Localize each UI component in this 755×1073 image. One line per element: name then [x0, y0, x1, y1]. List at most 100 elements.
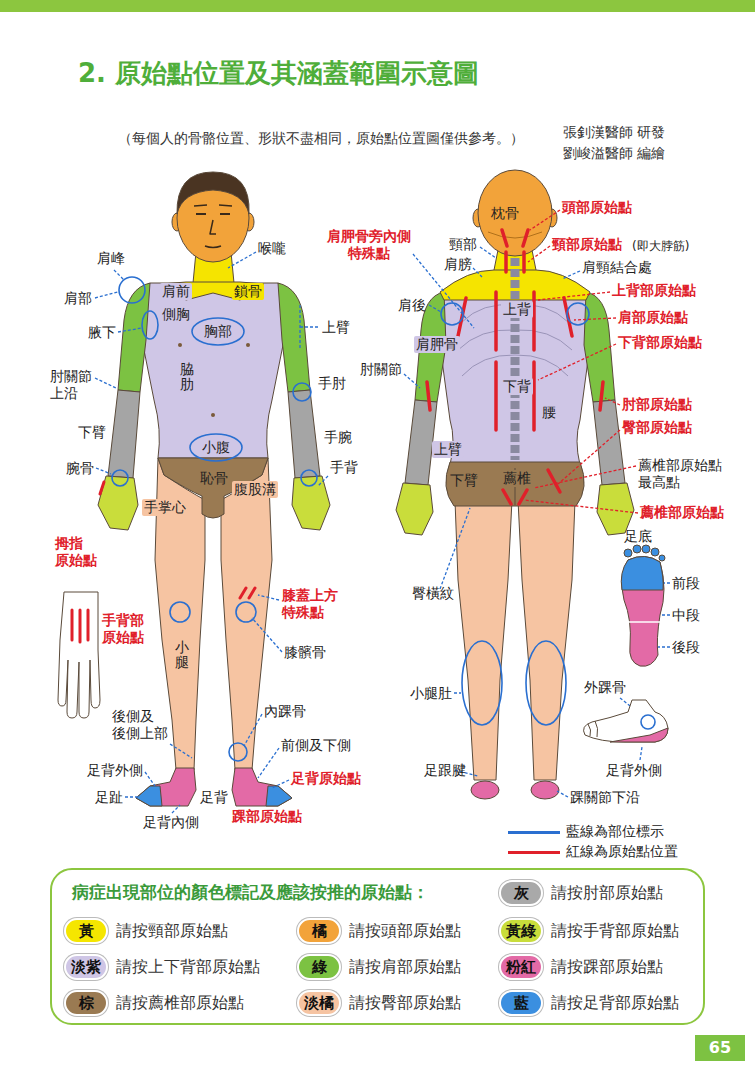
front-leader-lines-part — [95, 292, 118, 298]
back-figure-part — [446, 462, 584, 506]
back-leader-lines-part — [480, 247, 496, 258]
part-label: 足背 — [200, 789, 228, 806]
legend-text: 請按上下背部原始點 — [116, 957, 260, 976]
part-label: 後段 — [672, 639, 700, 656]
legend-text: 請按肩部原始點 — [349, 957, 461, 976]
swatch-label: 淡紫 — [71, 958, 101, 976]
note-text: (即大脖筋) — [632, 239, 689, 253]
back-origin-lines-part — [496, 292, 534, 350]
front-figure-part — [196, 213, 230, 215]
front-leader-lines-part — [300, 305, 319, 350]
region-label: 小腹 — [202, 439, 230, 456]
foot-sole-part — [621, 556, 663, 590]
back-origin-lines-part — [502, 230, 528, 246]
part-label: 腰 — [540, 404, 558, 421]
front-figure-part — [136, 768, 196, 806]
foot-sole — [621, 545, 665, 666]
foot-sole-part — [633, 545, 641, 553]
part-label: 枕骨 — [489, 205, 521, 222]
color-swatch: 粉紅 — [499, 954, 543, 980]
color-swatch: 黃綠 — [499, 918, 543, 944]
back-origin-leaders — [524, 210, 638, 513]
region-oval: 胸部 — [191, 317, 245, 346]
front-origin-lines — [72, 482, 255, 642]
front-figure-part — [292, 476, 330, 530]
front-leader-lines-part — [96, 468, 111, 474]
note-text: （每個人的骨骼位置、形狀不盡相同，原始點位置圖僅供參考。） — [118, 130, 524, 147]
back-figure-part — [396, 483, 433, 535]
foot-side-part — [641, 715, 655, 729]
back-origin-leaders-part — [528, 246, 550, 262]
legend-text: 請按頸部原始點 — [116, 921, 228, 940]
foot-sole-part — [622, 556, 664, 666]
swatch-label: 藍 — [514, 994, 529, 1012]
back-leader-lines-part — [473, 268, 482, 277]
front-region-marks-part — [301, 470, 317, 486]
back-region-marks-part — [462, 641, 502, 725]
origin-point-label: 拇指 原始點 — [55, 535, 97, 569]
front-leader-lines-part — [318, 476, 328, 486]
part-label: 肘關節 — [360, 361, 402, 378]
front-leader-lines-part — [272, 780, 289, 788]
swatch-label: 黃綠 — [506, 922, 536, 940]
color-swatch: 灰 — [499, 880, 543, 906]
part-label: 肘關節 上沿 — [50, 368, 92, 402]
front-figure-part — [288, 390, 320, 478]
foot-side — [584, 700, 668, 742]
swatch-label: 橘 — [312, 922, 327, 940]
front-figure-part — [221, 458, 272, 770]
part-label: 足背內側 — [143, 814, 199, 831]
part-label: 小腿肚 — [410, 685, 452, 702]
part-label: 肩部 — [64, 290, 92, 307]
back-figure-part — [488, 232, 542, 238]
front-figure-part — [58, 592, 100, 718]
part-label: 上臂 — [322, 319, 350, 336]
part-label: 手腕 — [324, 429, 352, 446]
front-region-marks-part — [112, 470, 128, 486]
front-leader-lines-part — [145, 772, 155, 786]
foot-sole-part — [642, 545, 650, 553]
part-label: 足跟腱 — [424, 762, 466, 779]
part-label: 腕骨 — [66, 460, 94, 477]
front-region-marks-part — [170, 602, 190, 622]
part-label: 側胸 — [160, 306, 192, 323]
front-region-marks-part — [119, 277, 145, 303]
foot-sole-part — [659, 555, 665, 561]
origin-point-label: 薦椎部原始點 — [640, 504, 724, 521]
back-origin-leaders-part — [574, 318, 616, 320]
back-figure-part — [511, 258, 520, 460]
front-figure-part — [178, 343, 182, 347]
front-figure-part — [98, 476, 138, 530]
part-label: 足趾 — [95, 789, 123, 806]
front-leader-lines-part — [125, 796, 138, 797]
legend-heading: 病症出現部位的顏色標記及應該按推的原始點： — [72, 882, 429, 902]
front-leader-lines-part — [172, 805, 180, 813]
origin-point-label: 上背部原始點 — [612, 282, 696, 299]
part-label: 下臂 — [78, 424, 106, 441]
part-label: 手肘 — [318, 375, 346, 392]
back-leader-lines-part — [640, 747, 642, 760]
legend-text: 請按足背部原始點 — [551, 993, 679, 1012]
part-label: 下背 — [501, 378, 533, 395]
back-origin-leaders-part — [524, 500, 638, 513]
color-swatch: 綠 — [297, 954, 341, 980]
legend-text: 藍線為部位標示 — [566, 823, 664, 840]
part-label: 薦椎部原始點 最高點 — [638, 457, 722, 491]
foot-sole-part — [651, 548, 659, 556]
color-swatch: 橘 — [297, 918, 341, 944]
origin-point-label: 肩胛骨旁內側 特殊點 — [327, 228, 411, 262]
back-origin-lines-part — [496, 362, 534, 430]
line-sample — [508, 851, 560, 854]
back-leader-lines-part — [429, 305, 441, 312]
back-origin-lines-part — [506, 252, 524, 272]
legend-text: 請按薦椎部原始點 — [116, 993, 244, 1012]
front-region-marks — [112, 277, 317, 761]
origin-point-label: 臀部原始點 — [622, 419, 692, 436]
back-leader-lines-part — [413, 254, 474, 328]
front-figure — [58, 172, 330, 806]
front-leader-lines-part — [114, 270, 124, 280]
front-figure-part — [266, 786, 292, 806]
back-leader-lines-part — [440, 508, 470, 589]
front-leader-lines-part — [258, 595, 279, 600]
note-text: 劉峻溢醫師 編繪 — [563, 145, 665, 162]
